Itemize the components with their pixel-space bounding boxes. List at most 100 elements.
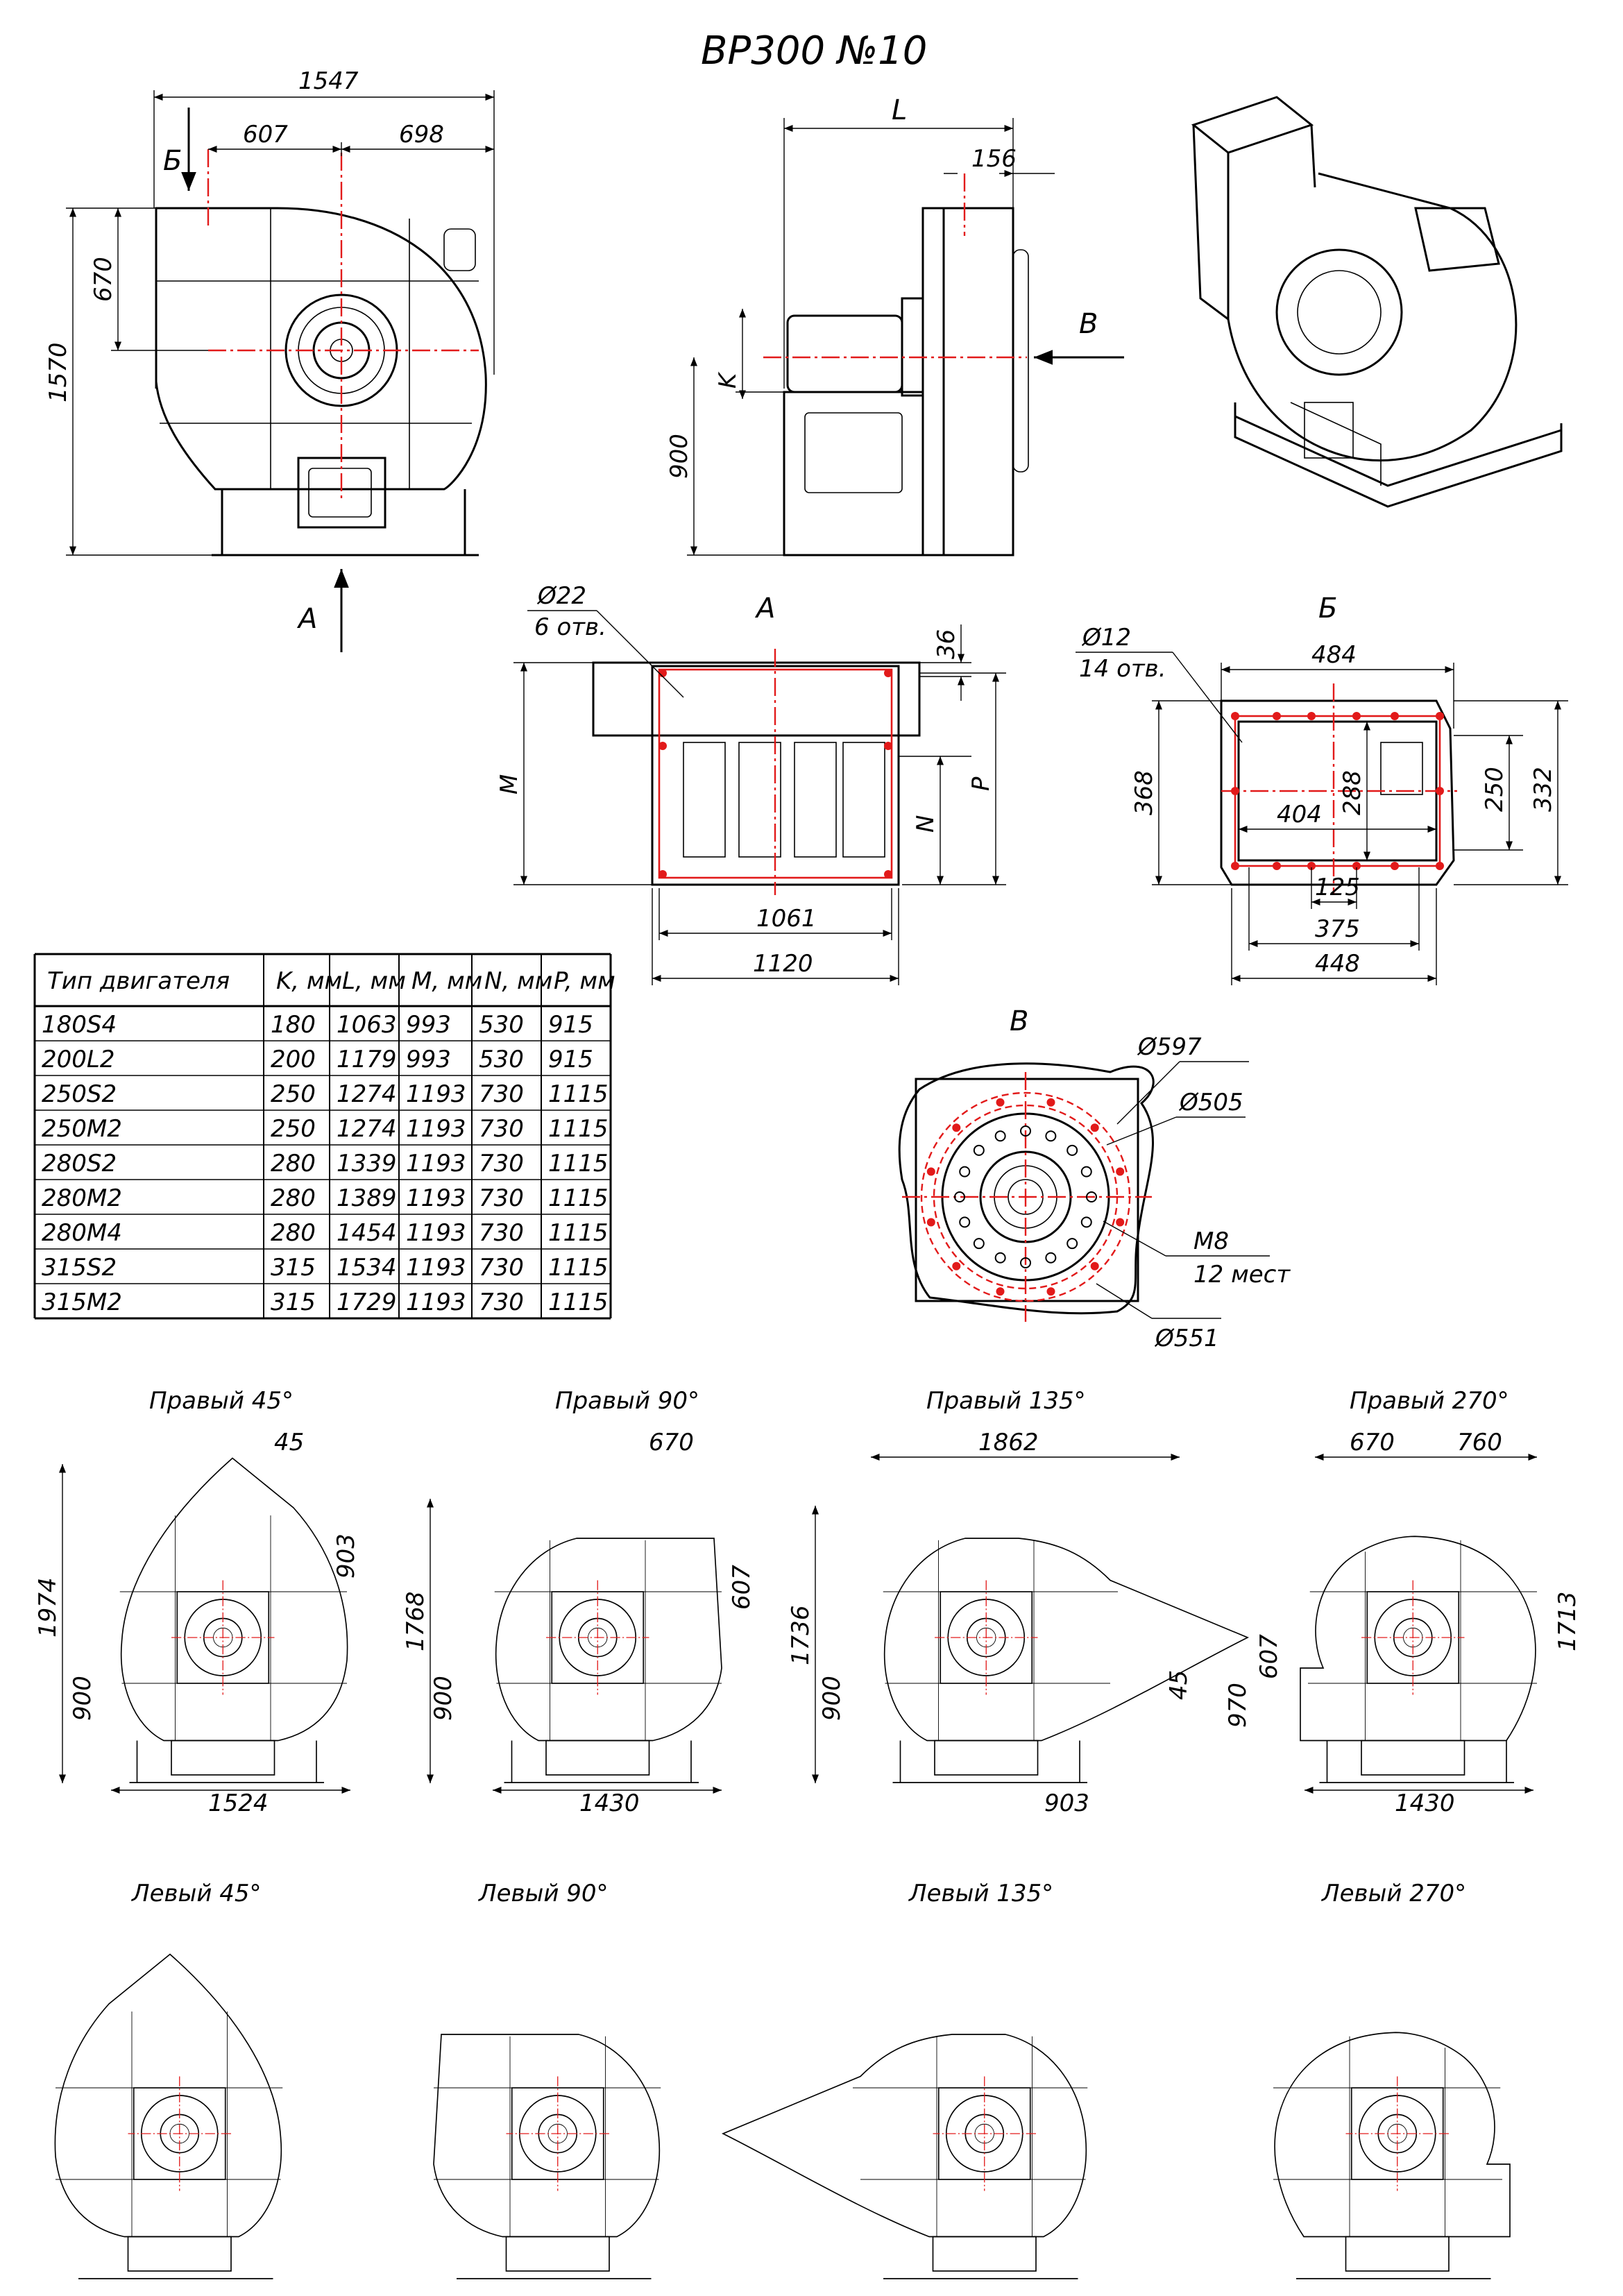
table-cell: 1339: [337, 1150, 397, 1177]
table-cell: 1115: [548, 1184, 609, 1212]
dim-368: 368: [1130, 770, 1158, 815]
table-cell: 1454: [337, 1219, 397, 1247]
table-cell: 280S2: [42, 1150, 117, 1177]
view-b-hole-count: 14 отв.: [1079, 655, 1166, 683]
table-cell: 315: [271, 1254, 316, 1282]
table-cell: 1115: [548, 1289, 609, 1316]
table-cell: 1193: [406, 1115, 466, 1143]
table-cell: 315M2: [42, 1289, 122, 1316]
table-cell: 993: [406, 1011, 451, 1039]
table-cell: 1274: [337, 1115, 397, 1143]
flange-holes: [926, 1098, 1125, 1296]
table-cell: 315: [271, 1289, 316, 1316]
view-b-holes: [1231, 712, 1444, 870]
variant-left-135-label: Левый 135°: [908, 1880, 1053, 1907]
table-cell: 730: [479, 1219, 524, 1247]
dim-r90-900: 900: [430, 1676, 457, 1721]
flange-inner-hole: [954, 1191, 965, 1202]
dim-125: 125: [1315, 874, 1360, 901]
table-cell: 730: [479, 1080, 524, 1108]
flange-inner-hole: [1086, 1191, 1097, 1202]
right-variants: Правый 45° 45 903 1974 900 1524 Правый 9…: [34, 1387, 1581, 1817]
table-cell: 915: [548, 1011, 593, 1039]
table-cell: 280: [271, 1150, 316, 1177]
dim-K: K: [714, 371, 742, 389]
flange-bolt-hole: [996, 1287, 1005, 1296]
flange-bolt-hole: [1090, 1261, 1099, 1270]
flange-inner-hole: [973, 1238, 985, 1250]
table-cell: 250: [271, 1115, 316, 1143]
dim-r45-903: 903: [332, 1533, 360, 1579]
variant-right-45-label: Правый 45°: [149, 1387, 294, 1415]
variant-left-270-label: Левый 270°: [1320, 1880, 1466, 1907]
table-cell: 530: [479, 1011, 524, 1039]
table-cell: 1063: [337, 1011, 397, 1039]
dim-L: L: [892, 94, 907, 126]
front-view: 1547 607 698 1570 670 Б А: [44, 67, 495, 652]
left-variants: Левый 45° Левый 90° Левый 135°: [54, 1880, 1511, 2279]
flange-inner-hole: [1080, 1166, 1092, 1177]
flange-bolt-hole: [926, 1218, 935, 1227]
flange-bolt-hole: [926, 1167, 935, 1176]
table-cell: 915: [548, 1046, 593, 1073]
arrow-b-label: Б: [163, 145, 182, 177]
table-header-cell: P, мм: [554, 967, 615, 995]
table-cell: 1193: [406, 1184, 466, 1212]
dim-r135-1862: 1862: [978, 1429, 1039, 1456]
dim-P: P: [967, 776, 995, 791]
table-cell: 315S2: [42, 1254, 117, 1282]
dim-375: 375: [1315, 915, 1360, 943]
dim-r270-760: 760: [1457, 1429, 1502, 1456]
table-cell: 1115: [548, 1080, 609, 1108]
flange-inner-hole: [994, 1252, 1006, 1264]
dim-r135-1736: 1736: [787, 1605, 815, 1665]
variant-left-90-label: Левый 90°: [477, 1880, 609, 1907]
table-cell: 1193: [406, 1219, 466, 1247]
table-cell: 730: [479, 1150, 524, 1177]
table-cell: 1115: [548, 1219, 609, 1247]
table-cell: 1193: [406, 1080, 466, 1108]
arrow-a-label: А: [296, 603, 317, 635]
dim-r270-970: 970: [1224, 1683, 1252, 1728]
flange-bolt-hole: [1046, 1287, 1055, 1296]
flange-inner-hole: [1045, 1252, 1057, 1264]
table-cell: 1193: [406, 1289, 466, 1316]
bolt-m8: M8: [1193, 1227, 1229, 1255]
table-cell: 1729: [337, 1289, 397, 1316]
dim-1570: 1570: [44, 342, 72, 402]
table-header-cell: Тип двигателя: [47, 967, 230, 995]
flange-inner-hole: [1020, 1257, 1031, 1268]
view-a-label: А: [754, 593, 775, 624]
table-header-cell: M, мм: [411, 967, 482, 995]
table-cell: 730: [479, 1184, 524, 1212]
bolt-count: 12 мест: [1193, 1261, 1291, 1289]
dim-r90-1430: 1430: [579, 1789, 640, 1817]
flange-inner-hole: [959, 1166, 971, 1177]
side-view: L 156 900 K В: [665, 94, 1124, 556]
flange-bolt-hole: [1090, 1123, 1099, 1132]
table-cell: 1115: [548, 1254, 609, 1282]
dim-250: 250: [1481, 767, 1509, 812]
dim-484: 484: [1311, 641, 1357, 669]
table-cell: 280: [271, 1184, 316, 1212]
dim-597: Ø597: [1137, 1033, 1202, 1061]
dim-r270-607: 607: [1255, 1634, 1283, 1679]
table-cell: 730: [479, 1254, 524, 1282]
flange-bolt-hole: [952, 1123, 961, 1132]
variant-right-270-label: Правый 270°: [1350, 1387, 1509, 1415]
dim-900: 900: [665, 434, 693, 479]
table-cell: 200: [271, 1046, 316, 1073]
dim-r90-670: 670: [649, 1429, 694, 1456]
table-cell: 1389: [337, 1184, 397, 1212]
dim-448: 448: [1315, 950, 1360, 978]
drawing-title: ВР300 №10: [701, 28, 927, 74]
dim-505: Ø505: [1178, 1089, 1243, 1116]
dim-r135-903: 903: [1044, 1789, 1089, 1817]
dim-r135-45: 45: [1165, 1670, 1193, 1700]
dim-r270-1713: 1713: [1554, 1591, 1581, 1651]
table-cell: 1534: [337, 1254, 397, 1282]
table-cell: 1115: [548, 1150, 609, 1177]
flange-bolt-hole: [1116, 1218, 1125, 1227]
flange-inner-hole: [1080, 1216, 1092, 1228]
